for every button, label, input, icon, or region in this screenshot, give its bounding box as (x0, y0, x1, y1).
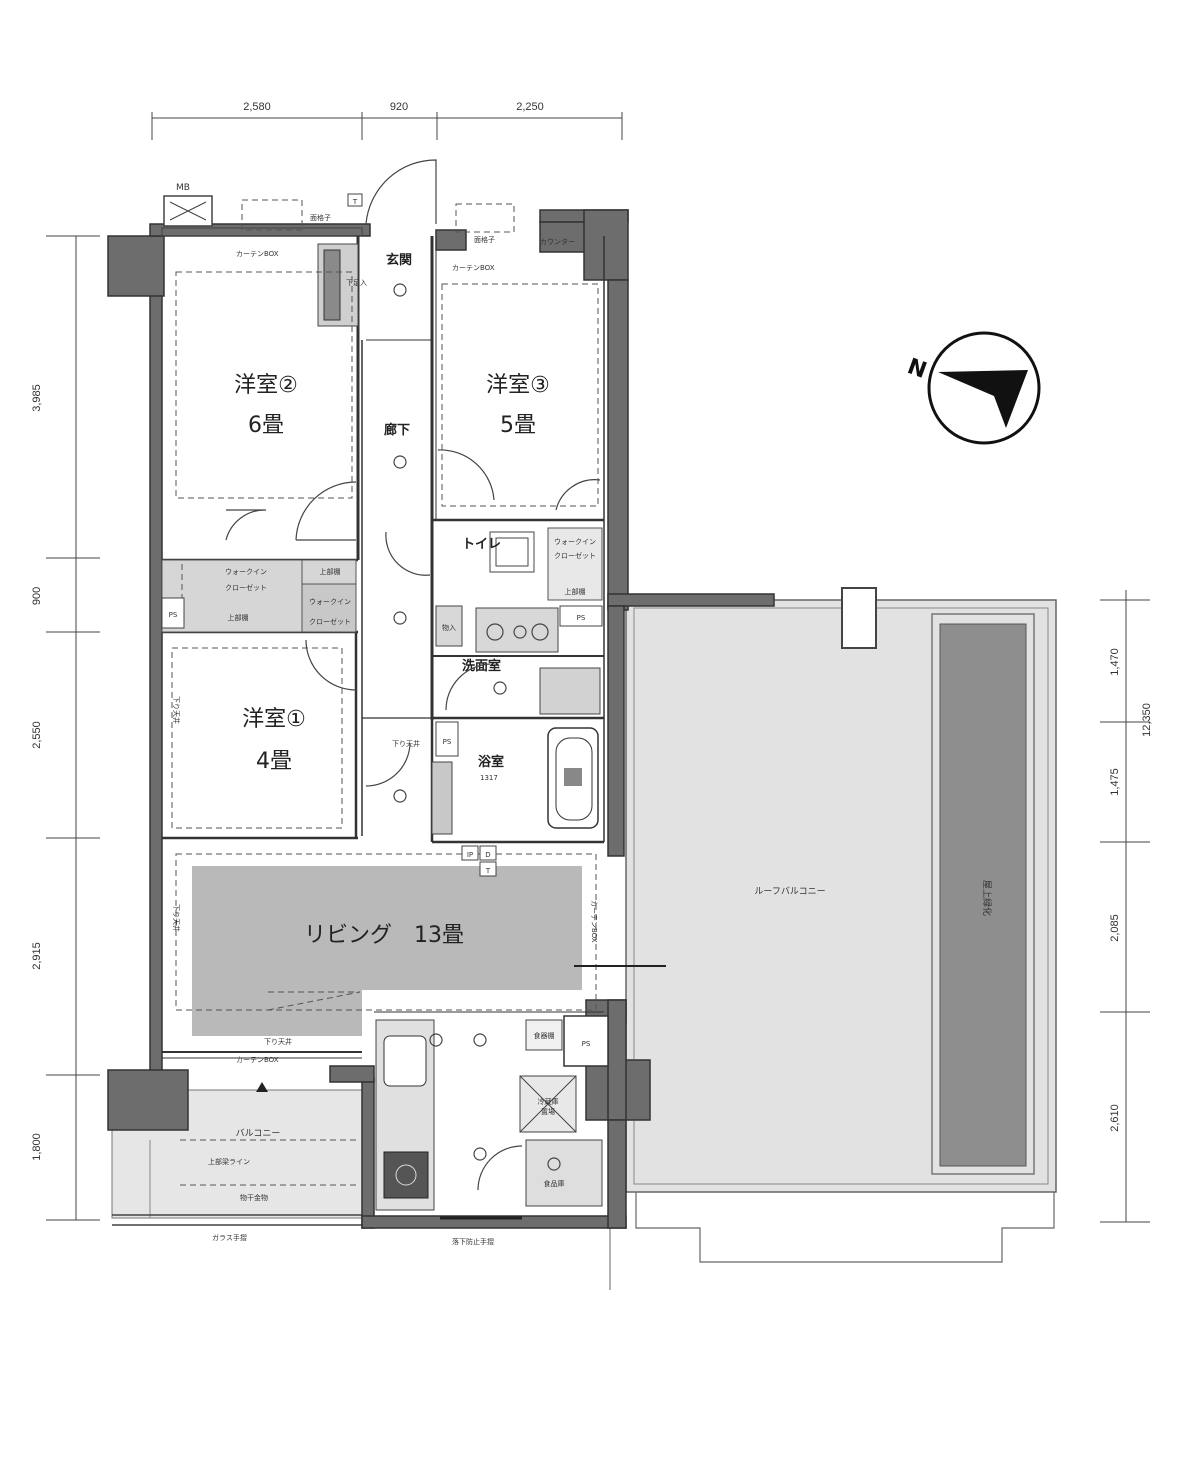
dim-right-1: 1,470 (1109, 648, 1121, 676)
western-room-1-name: 洋室① (242, 707, 306, 732)
dim-right-total: 12,350 (1141, 703, 1153, 737)
rooftop-greenery (939, 623, 1027, 1167)
walkin-closet-label-1: ウォークイン (225, 568, 267, 576)
ps-bath: PS (443, 738, 452, 746)
living-room-label: リビング 13畳 (304, 923, 464, 948)
entrance: 下足入 玄関 廊下 (317, 159, 437, 438)
dashed-zones (171, 271, 599, 1011)
dim-right-4: 2,610 (1109, 1104, 1121, 1132)
svg-text:クローゼット: クローゼット (554, 551, 596, 560)
upper-shelf-3: 上部棚 (565, 587, 586, 596)
north-label: N (904, 354, 930, 384)
upper-shelf-2: 上部棚 (228, 613, 249, 622)
corridor-label: 廊下 (384, 422, 410, 438)
toilet-label: トイレ (462, 537, 501, 552)
dim-left-1: 3,985 (31, 384, 43, 412)
dim-right-2: 1,475 (1109, 768, 1121, 796)
glass-rail-label: ガラス手摺 (212, 1233, 247, 1242)
curtain-box-top-right: カーテンBOX (452, 264, 495, 272)
dish-shelf-label: 食器棚 (534, 1031, 555, 1040)
dim-top-1: 2,580 (243, 101, 271, 113)
lattice-right: 面格子 (474, 235, 495, 244)
curtain-box-living: カーテンBOX (590, 900, 598, 943)
drying-rod-label: 物干金物 (240, 1193, 268, 1202)
lowered-ceiling-living: 下り天井 (172, 904, 181, 932)
ps-left: PS (169, 611, 178, 619)
dim-right-3: 2,085 (1109, 914, 1121, 942)
lowered-ceiling-room1: 下り天井 (172, 696, 181, 724)
outer-walls (107, 209, 775, 1229)
eave-line-label: 上部梁ライン (208, 1157, 250, 1166)
left-dimension-line: 3,985 900 2,550 2,915 1,800 (31, 235, 100, 1221)
dim-left-2: 900 (31, 587, 43, 605)
walkin-closet-left: PS ウォークイン クローゼット 上部棚 上部棚 ウォークイン クローゼット (161, 559, 357, 633)
svg-text:クローゼット: クローゼット (225, 583, 267, 592)
ip-label: IP (467, 851, 473, 859)
walkin-closet-right-label: ウォークイン (554, 538, 596, 546)
svg-text:置場: 置場 (541, 1107, 555, 1116)
doors (225, 449, 601, 787)
dim-left-5: 1,800 (31, 1133, 43, 1161)
svg-text:クローゼット: クローゼット (309, 617, 351, 626)
right-dimension-line: 1,470 1,475 2,085 2,610 12,350 (1100, 590, 1153, 1223)
curtain-box-bottom: カーテンBOX (236, 1056, 279, 1064)
western-room-3-size: 5畳 (500, 413, 536, 438)
western-room-1-size: 4畳 (256, 749, 292, 774)
fridge-label: 冷蔵庫 (538, 1097, 559, 1106)
north-compass: N (904, 331, 1041, 445)
north-arrow-icon (938, 370, 1028, 428)
lowered-ceiling-hall: 下り天井 (392, 739, 420, 748)
bathroom-sub-label: 1317 (480, 774, 498, 782)
d-label: D (485, 851, 490, 859)
t-label: T (485, 867, 491, 875)
lowered-ceiling-bottom: 下り天井 (264, 1037, 292, 1046)
dim-top-2: 920 (390, 101, 408, 113)
lattice-left: 面格子 (310, 213, 331, 222)
ps-kitchen: PS (582, 1040, 591, 1048)
dim-left-4: 2,915 (31, 942, 43, 970)
top-dimension-line: 2,580 920 2,250 (151, 101, 623, 140)
mb-label: MB (176, 183, 190, 193)
wet-area: ウォークイン クローゼット 上部棚 PS 物入 PS トイレ 洗面室 浴室 13… (431, 527, 603, 835)
shoe-box-label: 下足入 (346, 279, 367, 287)
pantry-label: 食品庫 (544, 1179, 565, 1188)
roof-balcony-label: ルーフバルコニー (754, 886, 825, 897)
ps-right-top: PS (577, 614, 586, 622)
kitchen: 食器棚 PS 冷蔵庫 置場 食品庫 落下防止手摺 (375, 1015, 609, 1246)
rooftop-green-label: 屋上緑化 (981, 880, 993, 916)
meter-box: MB 面格子 面格子 カウンター カーテンBOX カーテンBOX (163, 183, 575, 272)
balcony-label: バルコニー (236, 1128, 281, 1139)
fall-rail-label: 落下防止手摺 (452, 1237, 494, 1246)
western-room-2-name: 洋室② (234, 373, 298, 398)
walkin-closet-small-label: ウォークイン (309, 598, 351, 606)
dim-left-3: 2,550 (31, 721, 43, 749)
dim-top-3: 2,250 (516, 101, 544, 113)
western-room-3-name: 洋室③ (486, 373, 550, 398)
ceiling-lights (393, 283, 561, 1171)
living-area-shade (192, 866, 582, 990)
roof-balcony: ルーフバルコニー 屋上緑化 (609, 587, 1057, 1290)
entrance-label: 玄関 (386, 252, 412, 268)
t-label-top: T (352, 198, 358, 206)
bathroom-label: 浴室 (478, 754, 504, 770)
washroom-label: 洗面室 (462, 658, 501, 674)
western-room-2-size: 6畳 (248, 413, 284, 438)
curtain-box-top-left: カーテンBOX (236, 250, 279, 258)
upper-shelf-1: 上部棚 (320, 567, 341, 576)
counter-label: カウンター (540, 237, 575, 246)
storage-label: 物入 (442, 623, 456, 632)
